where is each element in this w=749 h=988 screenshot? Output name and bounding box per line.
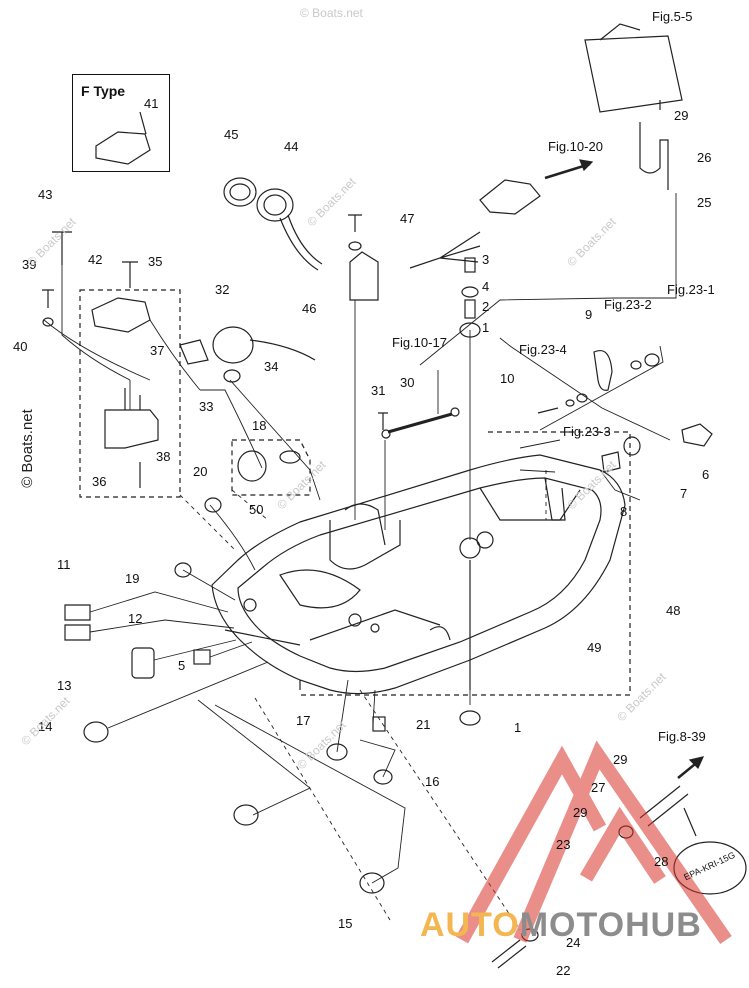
part-label-48: 48 (666, 603, 681, 618)
part-label-23: 23 (556, 837, 571, 852)
part-label-31: 31 (371, 383, 386, 398)
part-label-16: 16 (425, 774, 440, 789)
part-label-27: 27 (591, 780, 606, 795)
part-label-8: 8 (620, 504, 628, 519)
part-label-2: 2 (482, 299, 490, 314)
part-label-21: 21 (416, 717, 431, 732)
part-label-41: 41 (144, 96, 159, 111)
part-label-11: 11 (57, 557, 71, 572)
part-label-50: 50 (249, 502, 264, 517)
part-label-40: 40 (13, 339, 28, 354)
fig-ref-10-20[interactable]: Fig.10-20 (548, 139, 603, 154)
part-label-44: 44 (284, 139, 299, 154)
part-label-38: 38 (156, 449, 171, 464)
part-label-35: 35 (148, 254, 163, 269)
part-label-19: 19 (125, 571, 140, 586)
part-label-43: 43 (38, 187, 53, 202)
part-label-37: 37 (150, 343, 165, 358)
part-label-4: 4 (482, 279, 490, 294)
part-label-24: 24 (566, 935, 581, 950)
part-label-6: 6 (702, 467, 710, 482)
part-label-12: 12 (128, 611, 143, 626)
boats-net-watermark: © Boats.net (18, 409, 36, 488)
part-label-7: 7 (680, 486, 688, 501)
part-label-20: 20 (193, 464, 208, 479)
fig-ref-23-4[interactable]: Fig.23-4 (519, 342, 567, 357)
part-label-17: 17 (296, 713, 311, 728)
fig-ref-5-5[interactable]: Fig.5-5 (652, 9, 693, 24)
part-label-13: 13 (57, 678, 72, 693)
fig-ref-23-3[interactable]: Fig.23-3 (563, 424, 611, 439)
part-label-46: 46 (302, 301, 317, 316)
part-label-1: 1 (482, 320, 490, 335)
part-label-9: 9 (585, 307, 593, 322)
part-label-10: 10 (500, 371, 515, 386)
part-label-33: 33 (199, 399, 214, 414)
fig-ref-23-2[interactable]: Fig.23-2 (604, 297, 652, 312)
fig-ref-8-39[interactable]: Fig.8-39 (658, 729, 706, 744)
part-label-1: 1 (514, 720, 522, 735)
part-label-32: 32 (215, 282, 230, 297)
part-label-28: 28 (654, 854, 669, 869)
part-label-36: 36 (92, 474, 107, 489)
part-label-42: 42 (88, 252, 103, 267)
part-label-34: 34 (264, 359, 279, 374)
part-label-3: 3 (482, 252, 490, 267)
part-label-22: 22 (556, 963, 571, 978)
brand-part-a: AUTO (420, 906, 520, 944)
part-label-14: 14 (38, 719, 53, 734)
part-label-5: 5 (178, 658, 186, 673)
faint-watermark: © Boats.net (300, 6, 363, 20)
part-label-25: 25 (697, 195, 712, 210)
part-label-15: 15 (338, 916, 353, 931)
part-label-45: 45 (224, 127, 239, 142)
automotohub-logo: AUTOMOTOHUB (420, 906, 702, 945)
f-type-inset: F Type 41 (72, 74, 170, 172)
part-label-18: 18 (252, 418, 267, 433)
part-label-29: 29 (613, 752, 628, 767)
part-label-29: 29 (573, 805, 588, 820)
part-label-47: 47 (400, 211, 415, 226)
part-label-49: 49 (587, 640, 602, 655)
brand-part-b: MOTOHUB (519, 906, 702, 944)
part-label-39: 39 (22, 257, 37, 272)
logo-triangle (455, 740, 732, 944)
fig-ref-10-17[interactable]: Fig.10-17 (392, 335, 447, 350)
part-label-26: 26 (697, 150, 712, 165)
part-label-30: 30 (400, 375, 415, 390)
part-label-29: 29 (674, 108, 689, 123)
f-type-title: F Type (81, 83, 126, 99)
fig-ref-23-1[interactable]: Fig.23-1 (667, 282, 715, 297)
